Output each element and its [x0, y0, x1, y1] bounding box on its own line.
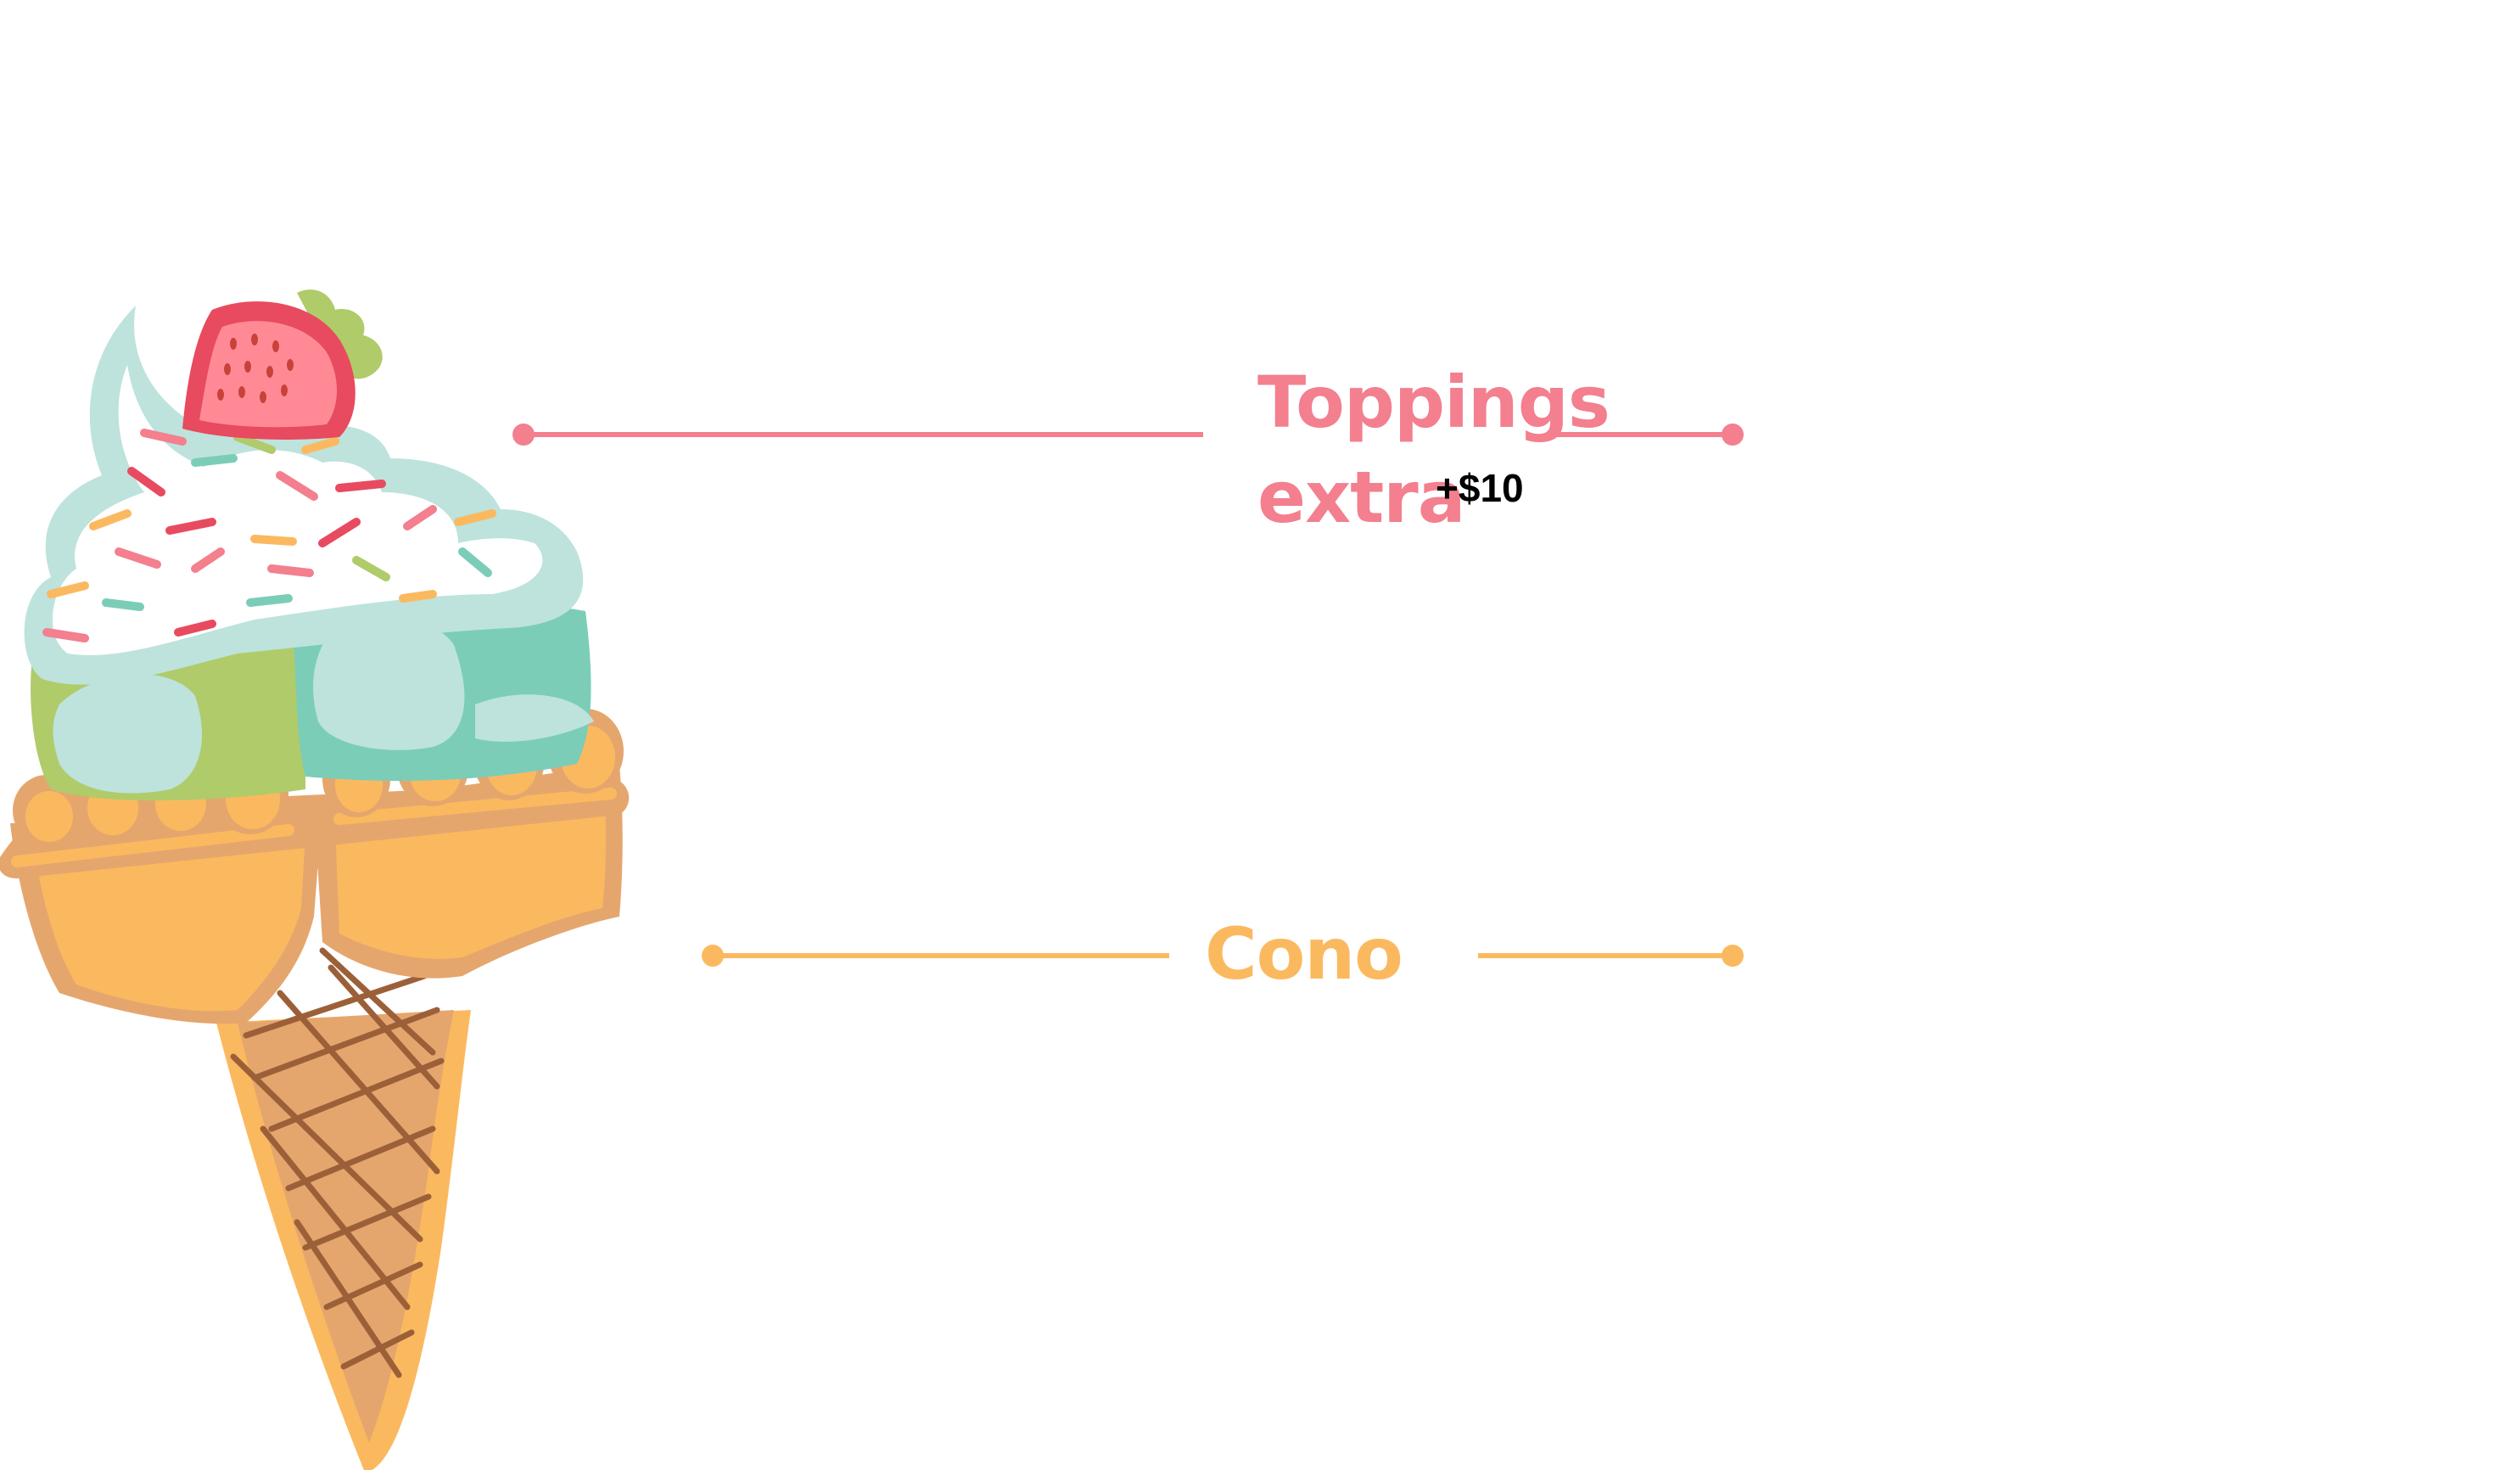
toppings-label-line2: extra: [1257, 456, 1465, 539]
cono-line-end-dot: [1722, 945, 1744, 967]
toppings-connector: [512, 424, 1744, 446]
cono-connector: [702, 945, 1744, 967]
strawberry-icon: [182, 289, 383, 440]
cono-label: Cono: [1205, 912, 1403, 996]
toppings-line-end-dot: [1722, 424, 1744, 446]
toppings-extra-label: Toppings extra: [1257, 355, 1610, 545]
toppings-line-start-dot: [512, 424, 535, 446]
toppings-label-line1: Toppings: [1257, 361, 1610, 444]
cono-line-start-dot: [702, 945, 724, 967]
ice-cream-scoops-icon: [31, 602, 594, 801]
sprinkles-icon: [42, 429, 496, 642]
toppings-price-label: +$10: [1436, 466, 1524, 510]
waffle-cone-icon: [216, 947, 471, 1470]
